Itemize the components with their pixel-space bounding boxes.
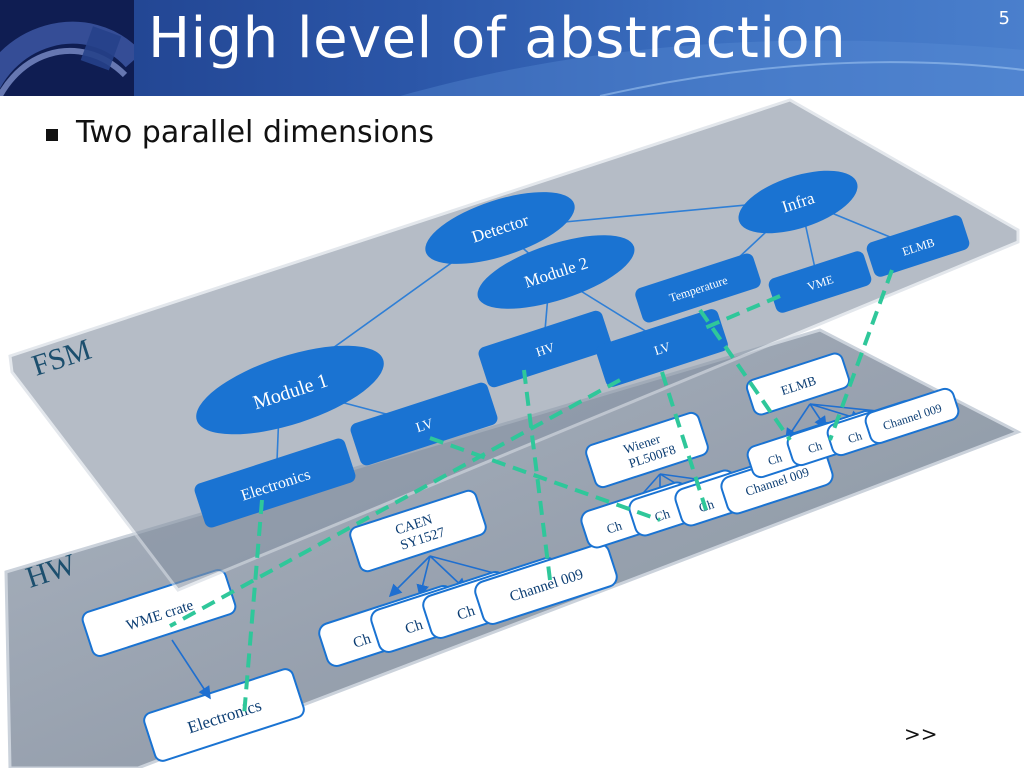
fsm-node-detector[interactable]: Detector	[417, 177, 583, 278]
svg-text:Ch: Ch	[766, 451, 784, 469]
hw-node-wme-crate[interactable]: WME crate	[81, 568, 238, 658]
svg-text:LV: LV	[652, 339, 673, 358]
fsm-node-lv-left[interactable]: LV	[349, 381, 500, 467]
fsm-node-hv[interactable]: HV	[477, 309, 614, 389]
fsm-node-infra[interactable]: Infra	[731, 158, 865, 246]
header-swoosh	[400, 40, 1024, 96]
bullet-square-icon	[46, 129, 58, 141]
hw-node-caen[interactable]: CAEN SY1527	[348, 489, 488, 574]
hw-channel-node[interactable]: Channel 009	[473, 541, 620, 626]
slide-number: 5	[998, 8, 1010, 29]
svg-text:Ch: Ch	[806, 439, 824, 457]
svg-text:LV: LV	[414, 417, 435, 437]
svg-text:Ch: Ch	[846, 429, 864, 447]
hw-channel-group-elmb: Ch Ch Ch Channel 009	[746, 387, 960, 479]
fsm-node-electronics[interactable]: Electronics	[193, 437, 357, 530]
fsm-node-module-2[interactable]: Module 2	[469, 220, 642, 324]
next-slide-link[interactable]: >>	[904, 722, 938, 746]
svg-text:Ch: Ch	[455, 603, 477, 624]
hw-channel-group-caen: Ch Ch Ch Channel 009	[318, 541, 620, 667]
svg-text:Ch: Ch	[403, 617, 425, 638]
fsm-node-elmb[interactable]: ELMB	[865, 213, 971, 278]
hw-node-elmb[interactable]: ELMB	[745, 351, 851, 416]
hw-node-electronics[interactable]: Electronics	[142, 667, 306, 763]
fsm-node-temperature[interactable]: Temperature	[633, 252, 762, 325]
svg-text:Ch: Ch	[605, 518, 625, 537]
svg-text:Ch: Ch	[351, 631, 373, 652]
fsm-node-lv-right[interactable]: LV	[594, 307, 729, 388]
slide-title: High level of abstraction	[148, 6, 847, 71]
logo-image	[0, 0, 143, 96]
slide-header: High level of abstraction 5	[0, 0, 1024, 96]
two-plane-diagram: HW WME crate Electronics CAEN SY1527 Wie…	[4, 98, 1022, 768]
fsm-node-vme[interactable]: VME	[767, 249, 873, 314]
fsm-hw-mapping-links	[169, 269, 894, 717]
svg-text:HV: HV	[534, 339, 557, 359]
svg-text:Ch: Ch	[653, 506, 673, 525]
hw-node-wiener[interactable]: Wiener PL500F8	[584, 411, 710, 489]
bullet-text: Two parallel dimensions	[76, 115, 434, 150]
fsm-node-module-1[interactable]: Module 1	[186, 327, 393, 452]
